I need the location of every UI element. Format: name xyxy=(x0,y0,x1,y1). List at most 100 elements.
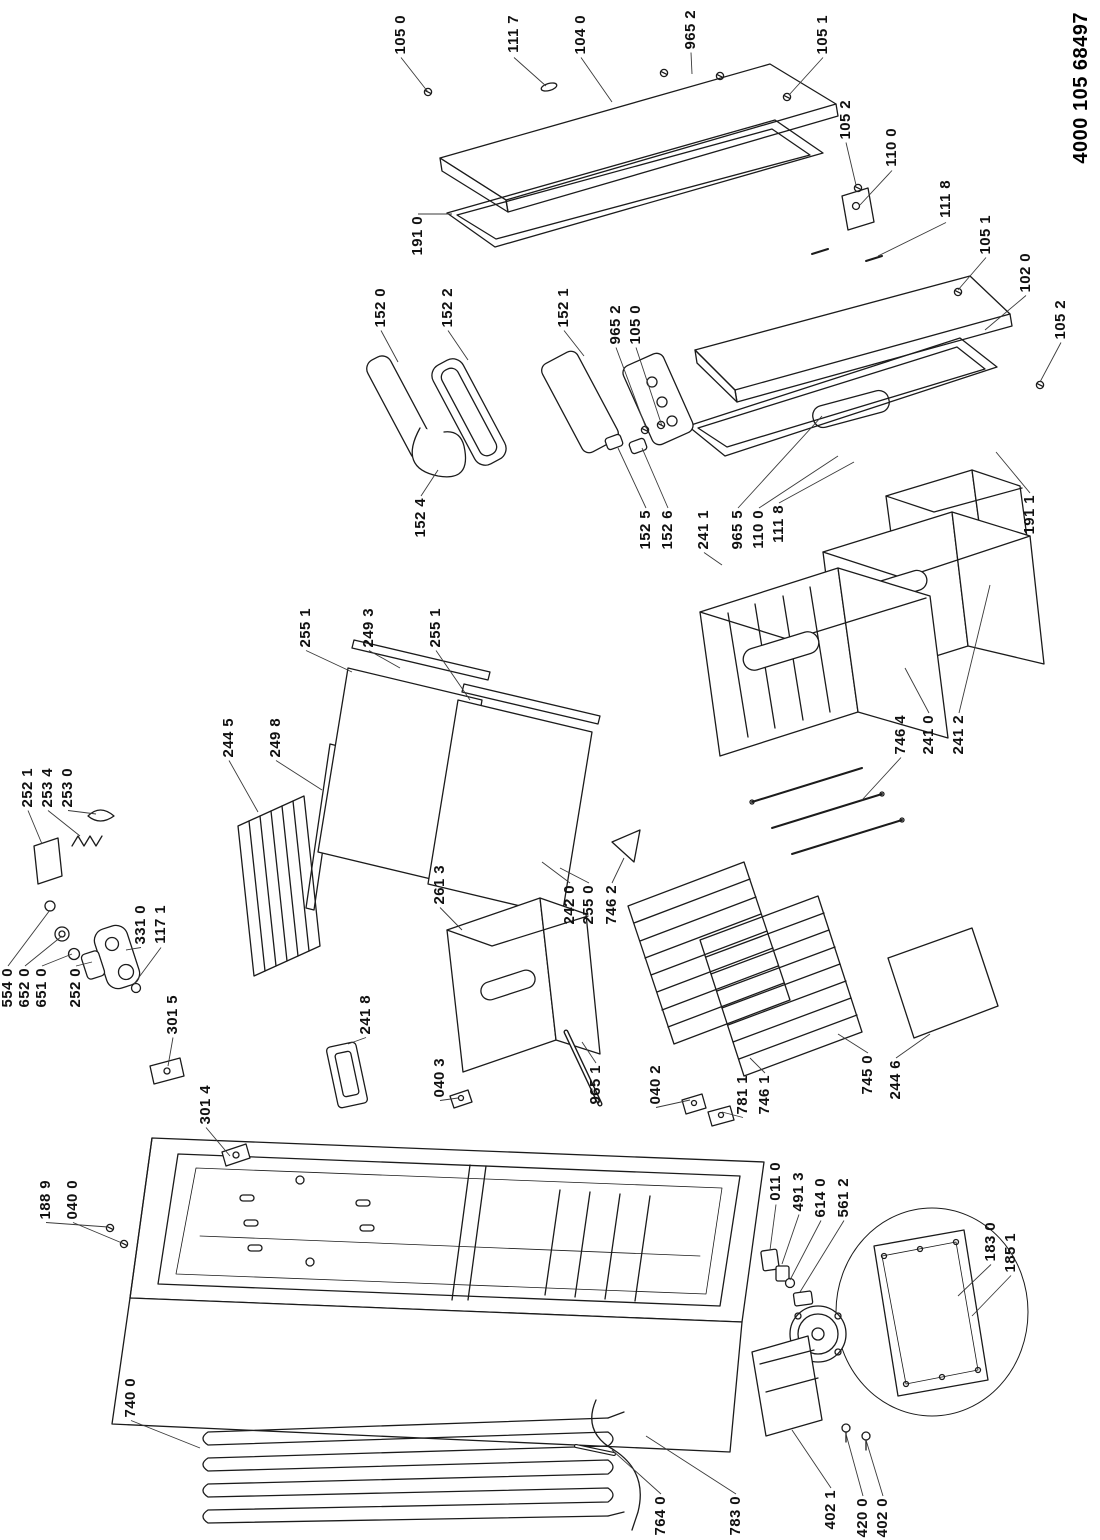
part-label: 152 4 xyxy=(412,498,429,538)
leader-line xyxy=(635,347,663,427)
handle-parts xyxy=(366,350,694,478)
leader-line xyxy=(75,961,93,967)
part-label: 253 0 xyxy=(59,768,76,808)
leader-line xyxy=(611,857,625,884)
part-label: 614 0 xyxy=(812,1178,829,1218)
leader-line xyxy=(957,1264,992,1297)
leader-line xyxy=(563,330,585,357)
leader-line xyxy=(205,1127,231,1157)
machine-compartment xyxy=(751,1207,1029,1451)
leader-line xyxy=(368,650,401,669)
leader-line xyxy=(513,57,547,87)
leader-line xyxy=(690,52,693,75)
part-label: 110 0 xyxy=(750,510,767,549)
leader-line xyxy=(72,1222,123,1244)
part-label: 105 0 xyxy=(627,305,644,345)
leader-line xyxy=(617,447,647,509)
part-label: 241 0 xyxy=(920,715,937,755)
part-label: 261 3 xyxy=(431,865,448,905)
part-label: 040 3 xyxy=(431,1058,448,1098)
leader-line xyxy=(645,1435,737,1495)
leader-line xyxy=(737,415,823,509)
part-label: 244 5 xyxy=(220,718,237,758)
leader-line xyxy=(781,1214,800,1265)
part-label: 111 7 xyxy=(505,15,522,53)
leader-line xyxy=(799,1220,845,1293)
leader-line xyxy=(559,867,590,884)
part-label: 965 1 xyxy=(587,1065,604,1105)
leader-line xyxy=(615,347,647,429)
part-label: 152 0 xyxy=(372,288,389,328)
glass-shelves xyxy=(305,639,601,917)
part-label: 746 4 xyxy=(892,715,909,755)
part-label: 764 0 xyxy=(652,1496,669,1536)
fridge-door-gasket xyxy=(687,337,998,457)
leader-line xyxy=(228,760,259,813)
leader-line xyxy=(447,330,469,361)
part-label: 252 1 xyxy=(19,768,36,808)
condenser-coil xyxy=(202,1399,641,1531)
part-label: 783 0 xyxy=(727,1496,744,1536)
evaporator-grid-front xyxy=(627,861,791,1045)
leader-line xyxy=(837,1033,869,1054)
leader-line xyxy=(957,257,987,291)
part-label: 561 2 xyxy=(835,1178,852,1218)
leader-line xyxy=(984,295,1027,331)
part-label: 191 1 xyxy=(1021,495,1038,535)
leader-line xyxy=(758,455,839,509)
evaporator-grid-back xyxy=(699,895,863,1077)
leader-line xyxy=(24,935,63,967)
document-number: 4000 105 68497 xyxy=(1070,12,1092,164)
part-label: 255 1 xyxy=(297,608,314,648)
leader-line xyxy=(541,861,571,884)
part-label: 152 1 xyxy=(555,288,572,328)
leader-line xyxy=(41,953,73,967)
leader-line xyxy=(749,1057,766,1074)
part-label: 110 0 xyxy=(883,128,900,167)
cabinet xyxy=(111,1137,765,1453)
part-label: 011 0 xyxy=(767,1162,784,1201)
part-label: 191 0 xyxy=(409,216,426,256)
leader-line xyxy=(877,222,947,257)
leader-line xyxy=(67,810,97,815)
leader-line xyxy=(439,1097,459,1101)
part-label: 105 2 xyxy=(1052,300,1069,340)
part-label: 188 9 xyxy=(37,1180,54,1220)
wire-shelf xyxy=(237,795,321,977)
leader-line xyxy=(845,1433,864,1497)
part-label: 102 0 xyxy=(1017,253,1034,293)
part-label: 331 0 xyxy=(132,905,149,945)
part-label: 252 0 xyxy=(67,968,84,1008)
leader-line xyxy=(904,667,930,714)
part-label: 965 5 xyxy=(729,510,746,550)
leader-line xyxy=(895,1033,931,1059)
leader-line xyxy=(995,451,1031,494)
leader-line xyxy=(439,907,463,931)
part-label: 301 4 xyxy=(197,1085,214,1125)
leader-line xyxy=(641,447,669,509)
part-label: 105 2 xyxy=(837,100,854,140)
leader-line xyxy=(611,1449,662,1495)
part-label: 745 0 xyxy=(859,1055,876,1095)
leader-line xyxy=(380,330,399,363)
part-label: 746 1 xyxy=(756,1075,773,1115)
part-label: 402 1 xyxy=(822,1490,839,1530)
part-label: 255 0 xyxy=(580,885,597,925)
part-label: 420 0 xyxy=(854,1498,871,1538)
leader-line xyxy=(1039,342,1062,383)
freezer-door xyxy=(439,63,839,213)
leader-line xyxy=(7,909,51,967)
part-label: 253 4 xyxy=(39,768,56,808)
part-label: 104 0 xyxy=(572,15,589,55)
part-label: 241 8 xyxy=(357,995,374,1035)
part-label: 117 1 xyxy=(152,905,169,944)
part-label: 746 2 xyxy=(603,885,620,925)
part-label: 255 1 xyxy=(427,608,444,648)
part-label: 491 3 xyxy=(790,1172,807,1212)
leader-line xyxy=(47,810,81,837)
back-cover-panel xyxy=(887,927,999,1039)
leader-line xyxy=(305,650,353,673)
